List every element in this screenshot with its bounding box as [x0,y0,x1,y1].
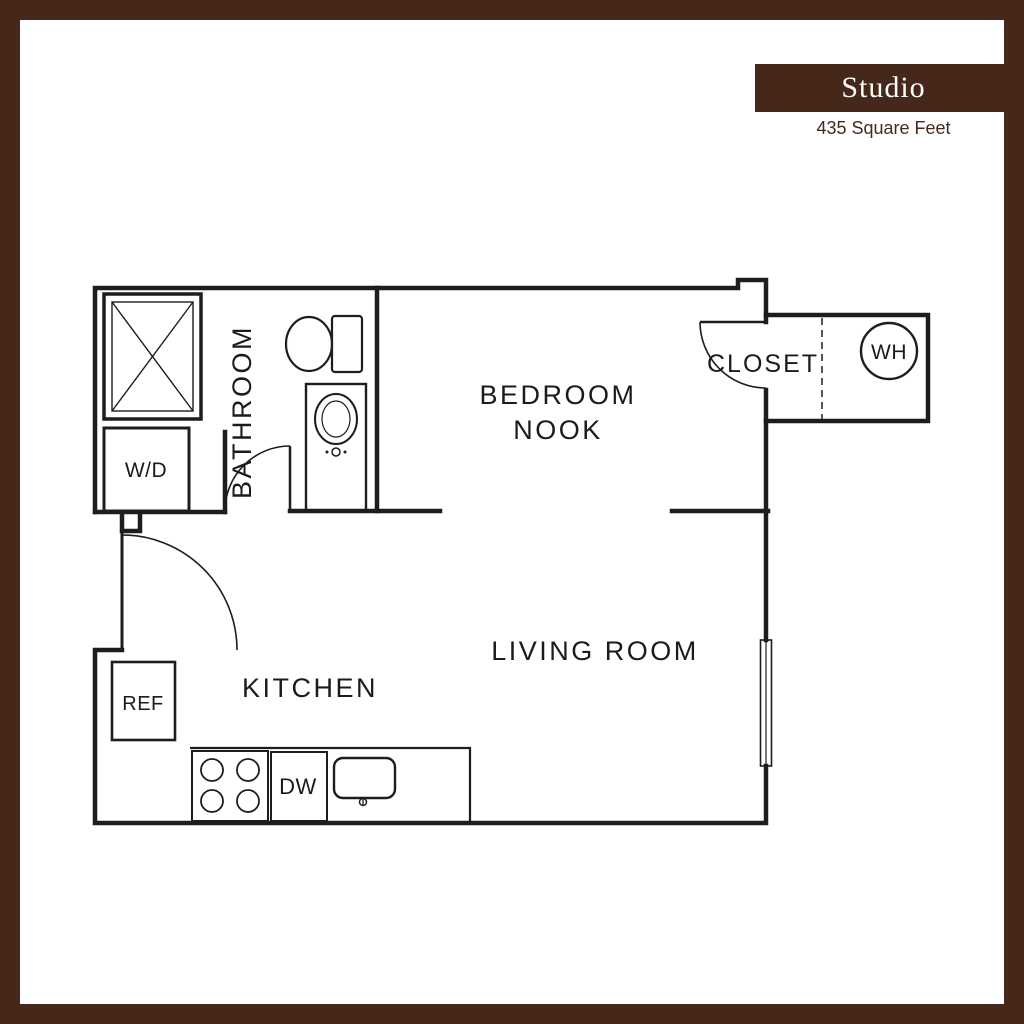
fixtures-group [102,292,919,823]
room-label-bedroom-nook-line2: NOOK [513,415,603,445]
bathroom-door-arc [224,445,291,512]
water-heater-icon [859,321,919,381]
wall-entry-notch [119,509,143,534]
wall-top-and-left-upper [92,277,769,515]
entry-door-arc [121,534,238,651]
shower-inner-rect [111,301,194,412]
stove-burner-3 [200,789,224,813]
fixture-label-dishwasher: DW [279,774,317,799]
room-label-bathroom: BATHROOM [227,325,257,499]
fixture-label-water-heater: WH [871,341,907,364]
doors-group [120,318,823,767]
shower-x-line-2 [111,301,194,412]
fixture-label-washer-dryer: W/D [125,459,167,482]
kitchen-sink-icon [332,756,397,800]
plan-title-banner: Studio [755,64,1012,112]
room-label-closet: CLOSET [707,350,819,378]
bathroom-sink-basin [321,400,351,438]
wall-closet-room [763,312,931,424]
bathroom-sink-icon [314,393,358,445]
walls-group [92,277,931,826]
kitchen-counter-outline [190,746,472,823]
labels-group: BEDROOM NOOK LIVING ROOM KITCHEN BATHROO… [122,325,907,799]
toilet-tank [330,314,364,374]
fixture-label-refrigerator: REF [122,693,164,715]
vanity-counter [304,382,368,513]
room-label-bedroom-nook-line1: BEDROOM [479,380,636,410]
room-label-living-room: LIVING ROOM [491,636,699,666]
bathroom-faucet-handle-left [325,450,329,454]
refrigerator-icon [110,660,177,742]
closet-door-arc [699,321,767,389]
stove-burner-2 [236,758,260,782]
bathroom-faucet-handle-right [343,450,347,454]
bathroom-faucet-icon [331,447,341,457]
plan-area-text: 435 Square Feet [816,118,951,138]
stove-burner-1 [200,758,224,782]
plan-title: Studio [841,71,926,104]
toilet-icon [284,315,334,373]
wall-lower-left-bottom-right [92,647,769,826]
shower-icon [102,292,203,421]
room-label-kitchen: KITCHEN [242,673,378,703]
stove-icon [191,750,269,822]
stove-burner-4 [236,789,260,813]
dishwasher-icon [270,751,328,822]
washer-dryer-icon [102,426,191,513]
